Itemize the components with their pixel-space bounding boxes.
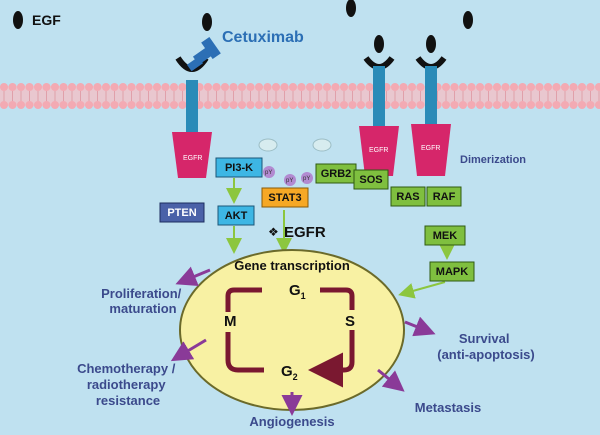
cycle-m-label: M <box>224 313 237 330</box>
pi3k-label: PI3-K <box>225 162 253 174</box>
phospho-label: pY <box>303 176 310 182</box>
grb2-label: GRB2 <box>321 168 352 180</box>
egfr-nuclear-label: EGFR <box>284 224 326 241</box>
egfr-receptor-label: EGFR <box>369 147 388 154</box>
egfr-receptor-dimer-left: EGFR <box>359 35 399 176</box>
cycle-g1-label: G1 <box>289 282 306 301</box>
phospho-site-icon <box>263 166 275 178</box>
outcome-metastasis: Metastasis <box>415 400 481 415</box>
outcome-survival: Survival (anti-apoptosis) <box>437 331 535 362</box>
egf-ligand-icon <box>463 11 473 29</box>
phospho-label: pY <box>265 170 272 176</box>
mek-label: MEK <box>433 230 458 242</box>
cycle-g2-label: G2 <box>281 363 298 382</box>
stat3-label: STAT3 <box>268 192 301 204</box>
pten-label: PTEN <box>167 207 196 219</box>
vesicle-icon <box>312 138 332 152</box>
egfr-receptor-label: EGFR <box>421 145 440 152</box>
dimerization-label: Dimerization <box>460 154 526 166</box>
akt-node <box>217 205 255 226</box>
phospho-label: pY <box>286 178 293 184</box>
outcome-proliferation: Proliferation/ maturation <box>101 286 185 316</box>
cetuximab-antibody-icon <box>186 36 221 72</box>
akt-label: AKT <box>225 210 248 222</box>
cycle-s-label: S <box>345 313 355 330</box>
egfr-bullet-icon: ❖ <box>268 225 279 239</box>
egfr-receptor-left: EGFR <box>172 56 212 178</box>
pi3k-node <box>215 157 263 178</box>
outcome-angiogenesis: Angiogenesis <box>249 414 334 429</box>
phospho-site-icon <box>301 172 313 184</box>
mapk-label: MAPK <box>436 266 468 278</box>
stat3-node <box>261 187 309 208</box>
egf-ligand-icon <box>202 13 212 31</box>
sos-label: SOS <box>359 174 382 186</box>
egfr-receptor-label: EGFR <box>183 155 202 162</box>
sos-node <box>353 169 389 190</box>
raf-label: RAF <box>433 191 456 203</box>
raf-node <box>426 186 462 207</box>
cell-membrane <box>0 83 600 109</box>
vesicle-icon <box>258 138 278 152</box>
mapk-node <box>429 261 475 282</box>
cetuximab-label: Cetuximab <box>222 29 304 46</box>
mek-node <box>424 225 466 246</box>
pten-node <box>159 202 205 223</box>
gene-transcription-title: Gene transcription <box>234 258 350 273</box>
cell-cycle <box>225 287 355 388</box>
ras-node <box>390 186 426 207</box>
egf-legend-label: EGF <box>32 12 61 28</box>
egfr-receptor-dimer-right: EGFR <box>411 35 451 176</box>
phospho-site-icon <box>284 174 296 186</box>
outcome-chemo-resistance: Chemotherapy / radiotherapy resistance <box>77 361 179 408</box>
ras-label: RAS <box>396 191 419 203</box>
egf-ligand-icon <box>13 11 23 29</box>
nucleus <box>179 249 405 411</box>
egf-ligand-icon <box>346 0 356 17</box>
